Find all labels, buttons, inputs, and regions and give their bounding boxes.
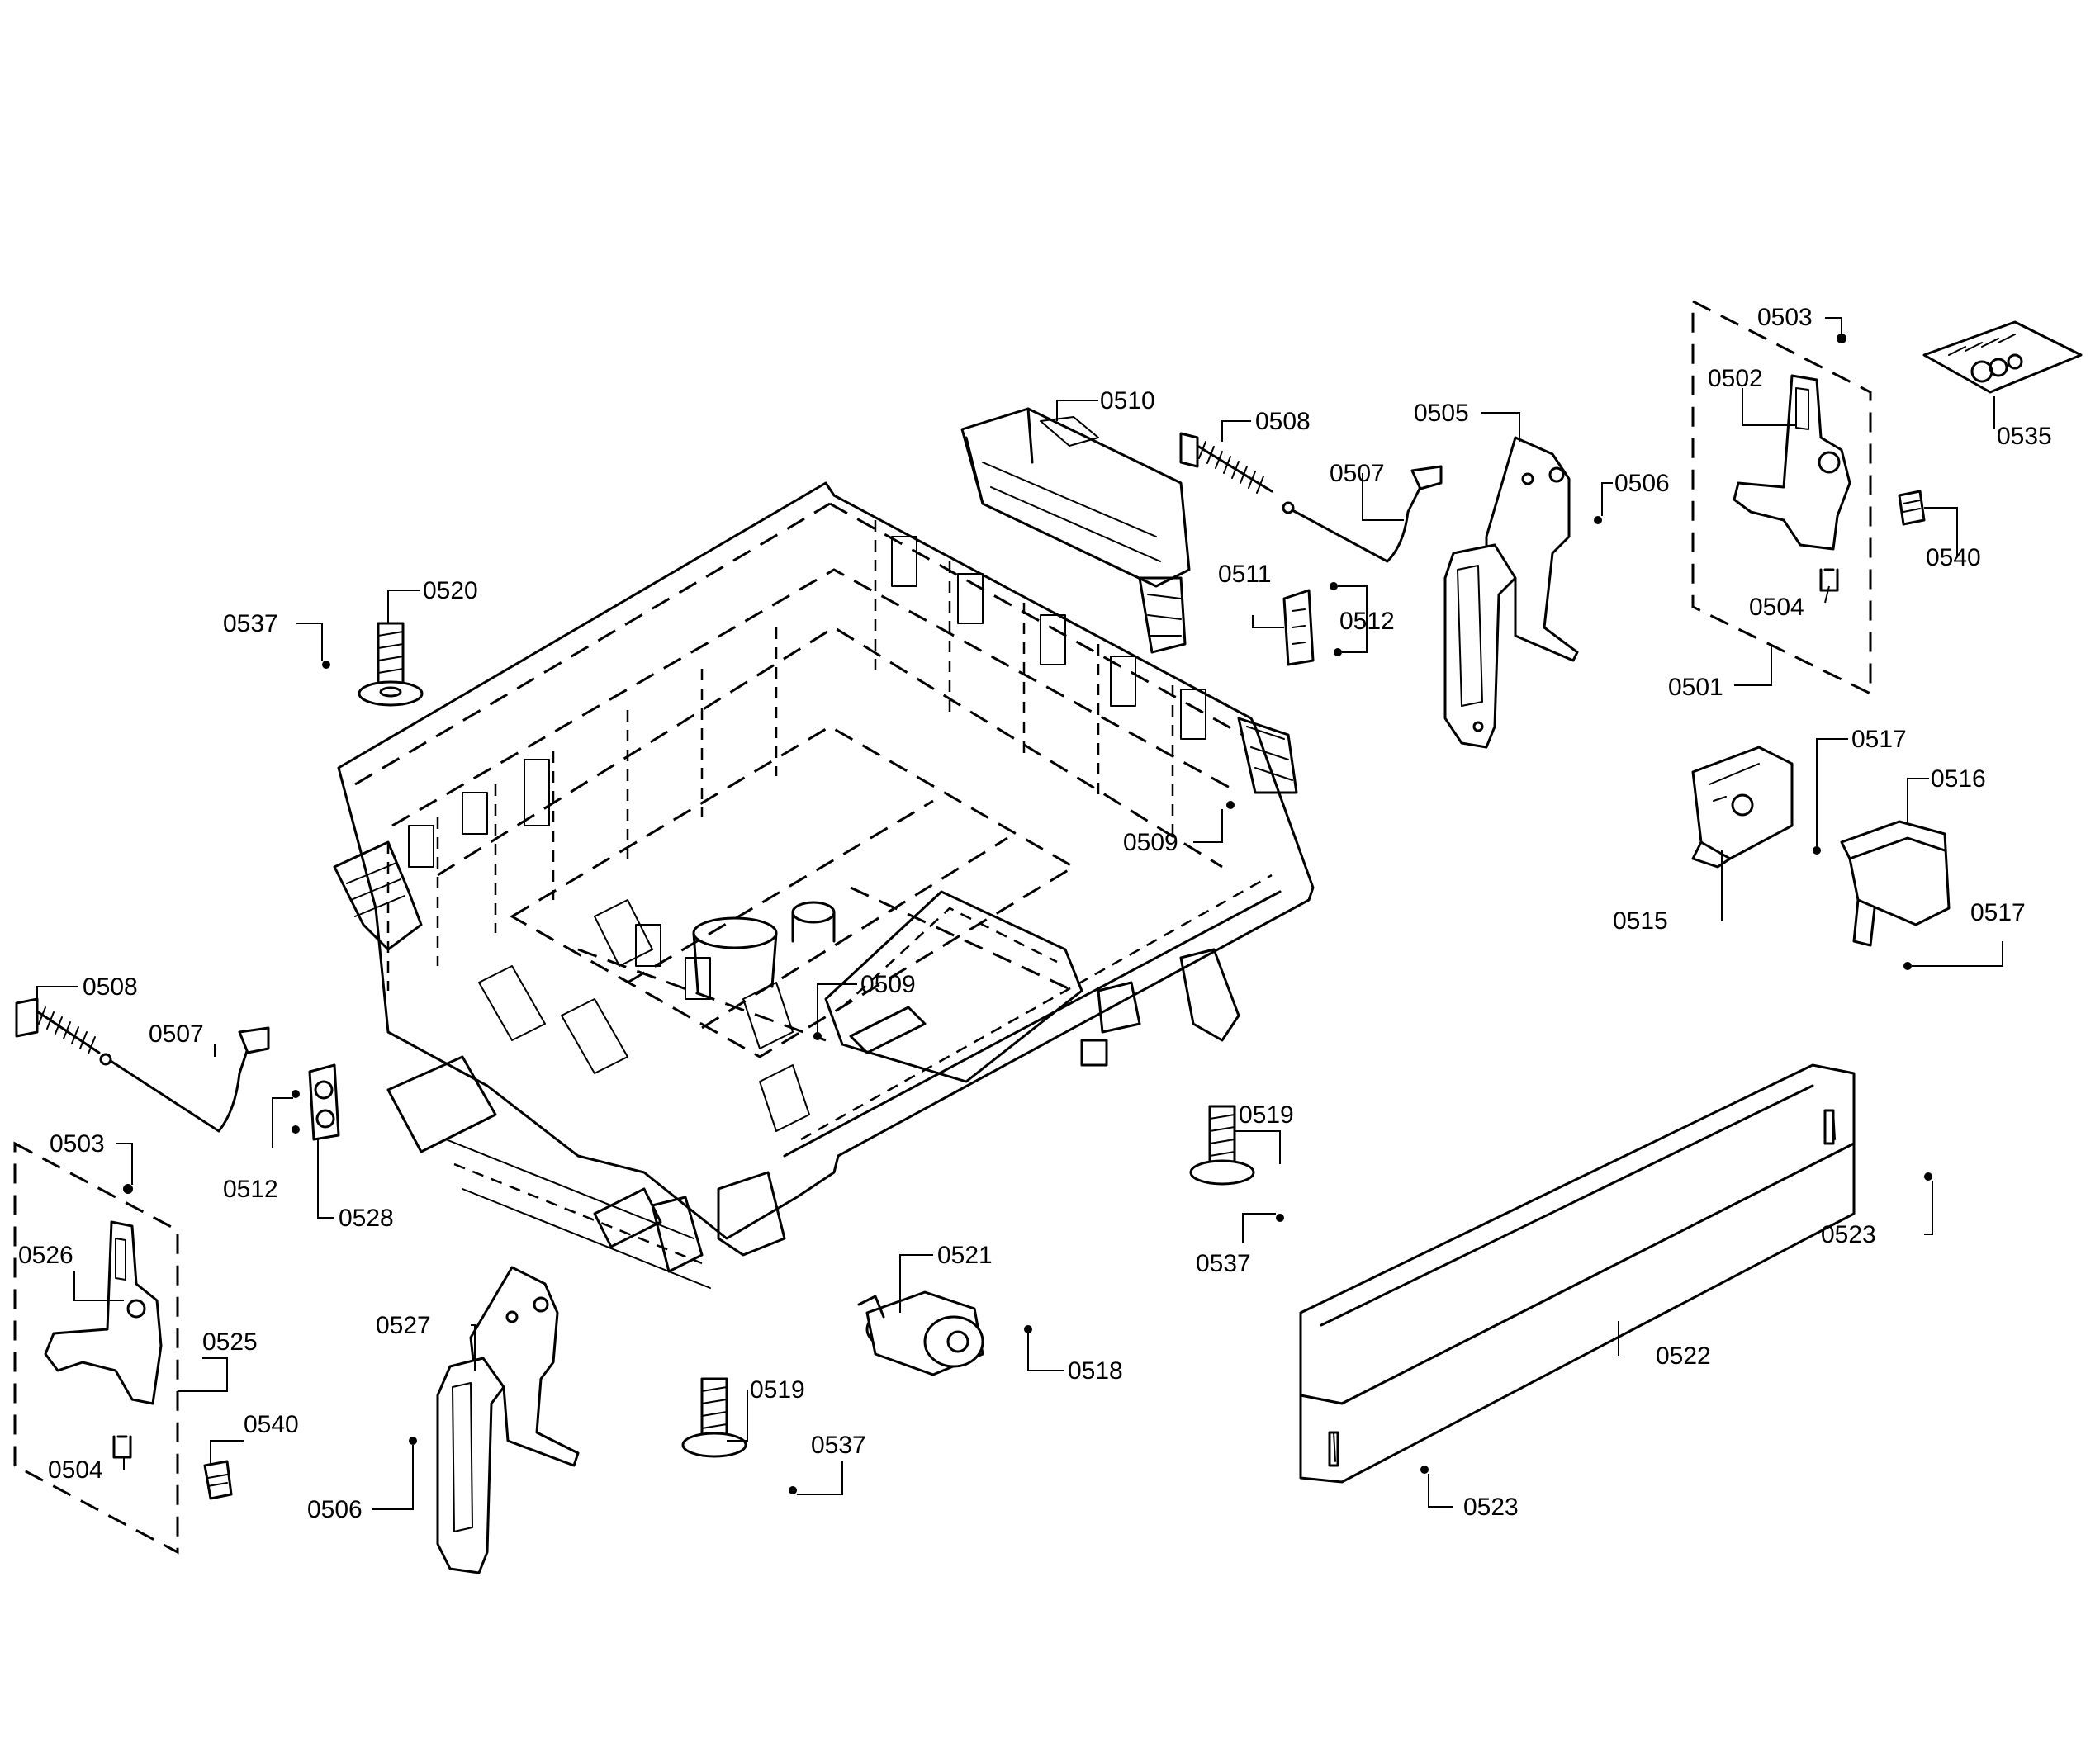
callout-0521: 0521 — [937, 1242, 993, 1269]
part-0540-clip-right — [1898, 490, 1926, 526]
callout-0516: 0516 — [1931, 765, 1986, 793]
part-0537-screw — [789, 1486, 797, 1494]
callout-0504: 0504 — [1749, 594, 1804, 621]
part-0509-screw — [813, 1032, 822, 1040]
part-0522-toe-kick-panel — [1299, 1063, 1856, 1484]
callout-0507: 0507 — [149, 1020, 204, 1048]
part-0508-door-spring-right — [1179, 432, 1273, 494]
part-0512-screw — [1330, 582, 1338, 590]
callout-0502: 0502 — [1708, 365, 1763, 392]
callout-0506: 0506 — [1614, 470, 1670, 497]
callout-0504: 0504 — [48, 1456, 103, 1484]
callout-0540: 0540 — [1926, 544, 1981, 571]
callout-0510: 0510 — [1100, 387, 1155, 414]
callout-0509: 0509 — [860, 971, 916, 998]
part-0527-hinge-bracket — [436, 1266, 580, 1574]
part-0506-screw — [409, 1437, 417, 1445]
callout-0506: 0506 — [307, 1496, 363, 1523]
callout-0501: 0501 — [1668, 674, 1723, 701]
part-0510-control-housing — [960, 407, 1191, 654]
part-0521-inlet-valve — [857, 1290, 984, 1376]
callout-0525: 0525 — [202, 1328, 258, 1356]
tub-base-assembly — [333, 481, 1315, 1289]
callout-0526: 0526 — [18, 1242, 73, 1269]
callout-0511: 0511 — [1218, 561, 1272, 588]
callout-0503: 0503 — [1757, 304, 1813, 331]
part-0512-screw — [1334, 648, 1342, 656]
part-0535-parts-kit — [1922, 320, 2083, 394]
callout-0522: 0522 — [1656, 1342, 1711, 1370]
callout-0518: 0518 — [1068, 1357, 1123, 1385]
part-0515-module-bracket — [1691, 746, 1794, 869]
callout-0505: 0505 — [1414, 400, 1469, 427]
part-0517-screw — [1813, 846, 1821, 855]
part-0506-screw — [1594, 516, 1602, 524]
callout-0537: 0537 — [223, 610, 278, 637]
part-0507-cable-right — [1282, 465, 1443, 563]
part-0512-screw — [292, 1125, 300, 1134]
leader-lines — [36, 317, 2003, 1510]
part-0511-bracket — [1282, 589, 1315, 666]
callout-0503: 0503 — [50, 1130, 105, 1158]
callout-labels: 0503 0502 0535 0505 0506 0510 0508 0507 … — [18, 304, 2052, 1523]
callout-0517: 0517 — [1851, 726, 1907, 753]
part-0519-leveling-foot — [681, 1377, 747, 1458]
callout-0519: 0519 — [1239, 1101, 1294, 1129]
part-0516-cover — [1840, 820, 1951, 947]
callout-0528: 0528 — [339, 1205, 394, 1232]
part-0519-leveling-foot — [1189, 1105, 1255, 1186]
part-0507-cable-left — [99, 1026, 270, 1133]
callout-0508: 0508 — [83, 973, 138, 1001]
part-0517-screw — [1903, 962, 1912, 970]
callout-0512: 0512 — [223, 1176, 278, 1203]
part-0512-screw — [292, 1090, 300, 1098]
callout-0535: 0535 — [1997, 423, 2052, 450]
part-0537-screw — [322, 661, 330, 669]
part-0505-hinge-bracket — [1443, 436, 1579, 749]
callout-0537: 0537 — [1196, 1250, 1251, 1277]
part-0525-hinge-group — [13, 1141, 179, 1555]
callout-0520: 0520 — [423, 577, 478, 604]
part-0520-leveling-foot — [358, 622, 424, 707]
callout-0509: 0509 — [1123, 829, 1178, 856]
callout-0512: 0512 — [1339, 608, 1395, 635]
part-0528-mounting-plate — [308, 1063, 340, 1141]
part-0523-screw — [1420, 1466, 1429, 1474]
callout-0523: 0523 — [1463, 1494, 1519, 1521]
callout-0517: 0517 — [1970, 899, 2026, 926]
part-0523-screw — [1924, 1172, 1932, 1181]
part-0518-screw — [1024, 1325, 1032, 1333]
callout-0537: 0537 — [811, 1432, 866, 1459]
callout-0508: 0508 — [1255, 408, 1311, 435]
part-0540-clip-left — [203, 1460, 233, 1500]
callout-0519: 0519 — [750, 1376, 805, 1404]
part-0537-screw — [1276, 1214, 1284, 1222]
callout-0523: 0523 — [1821, 1221, 1876, 1248]
part-0509-screw — [1226, 801, 1235, 809]
callout-0540: 0540 — [244, 1411, 299, 1438]
callout-0527: 0527 — [376, 1312, 431, 1339]
part-0501-hinge-group — [1691, 299, 1872, 696]
callout-0515: 0515 — [1613, 907, 1668, 935]
callout-0507: 0507 — [1330, 460, 1385, 487]
part-0508-door-spring-left — [15, 997, 101, 1054]
